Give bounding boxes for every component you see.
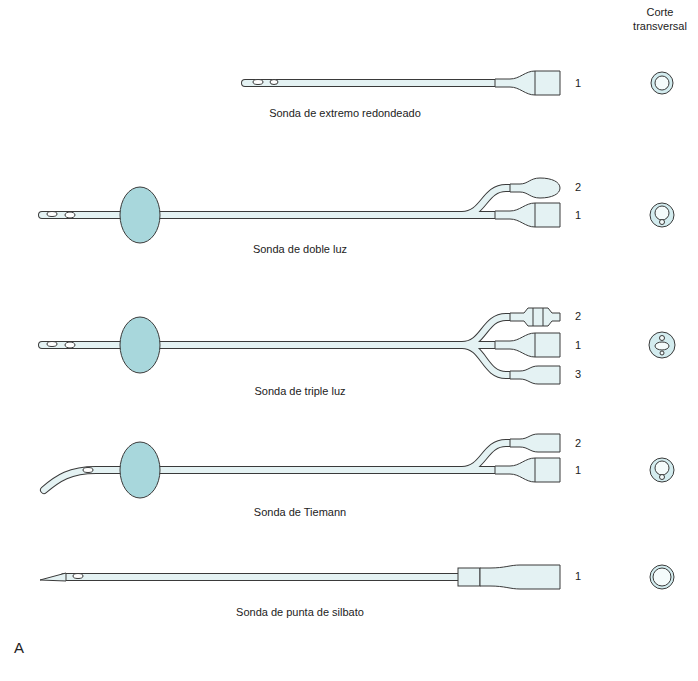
catheter-name: Sonda de extremo redondeado	[269, 107, 421, 121]
round-tip-catheter	[245, 71, 560, 95]
catheter-name: Sonda de triple luz	[254, 385, 345, 399]
callout-number: 2	[575, 181, 581, 195]
callout-number: 2	[575, 310, 581, 324]
callout-number: 1	[575, 209, 581, 223]
double-lumen-catheter	[42, 178, 560, 243]
callout-number: 1	[575, 339, 581, 353]
callout-number: 3	[575, 368, 581, 382]
callout-number: 1	[575, 464, 581, 478]
catheter-name: Sonda de punta de silbato	[236, 606, 364, 620]
column-heading: Corte transversal	[629, 6, 691, 34]
catheter-name: Sonda de doble luz	[253, 243, 347, 257]
whistle-tip-catheter	[40, 565, 560, 589]
catheter-name: Sonda de Tiemann	[254, 506, 346, 520]
triple-lumen-catheter	[42, 308, 560, 384]
tiemann-catheter	[44, 434, 560, 498]
callout-number: 1	[575, 570, 581, 584]
figure-letter: A	[14, 639, 24, 658]
callout-number: 2	[575, 437, 581, 451]
callout-number: 1	[575, 77, 581, 91]
cross-sections	[649, 72, 675, 589]
